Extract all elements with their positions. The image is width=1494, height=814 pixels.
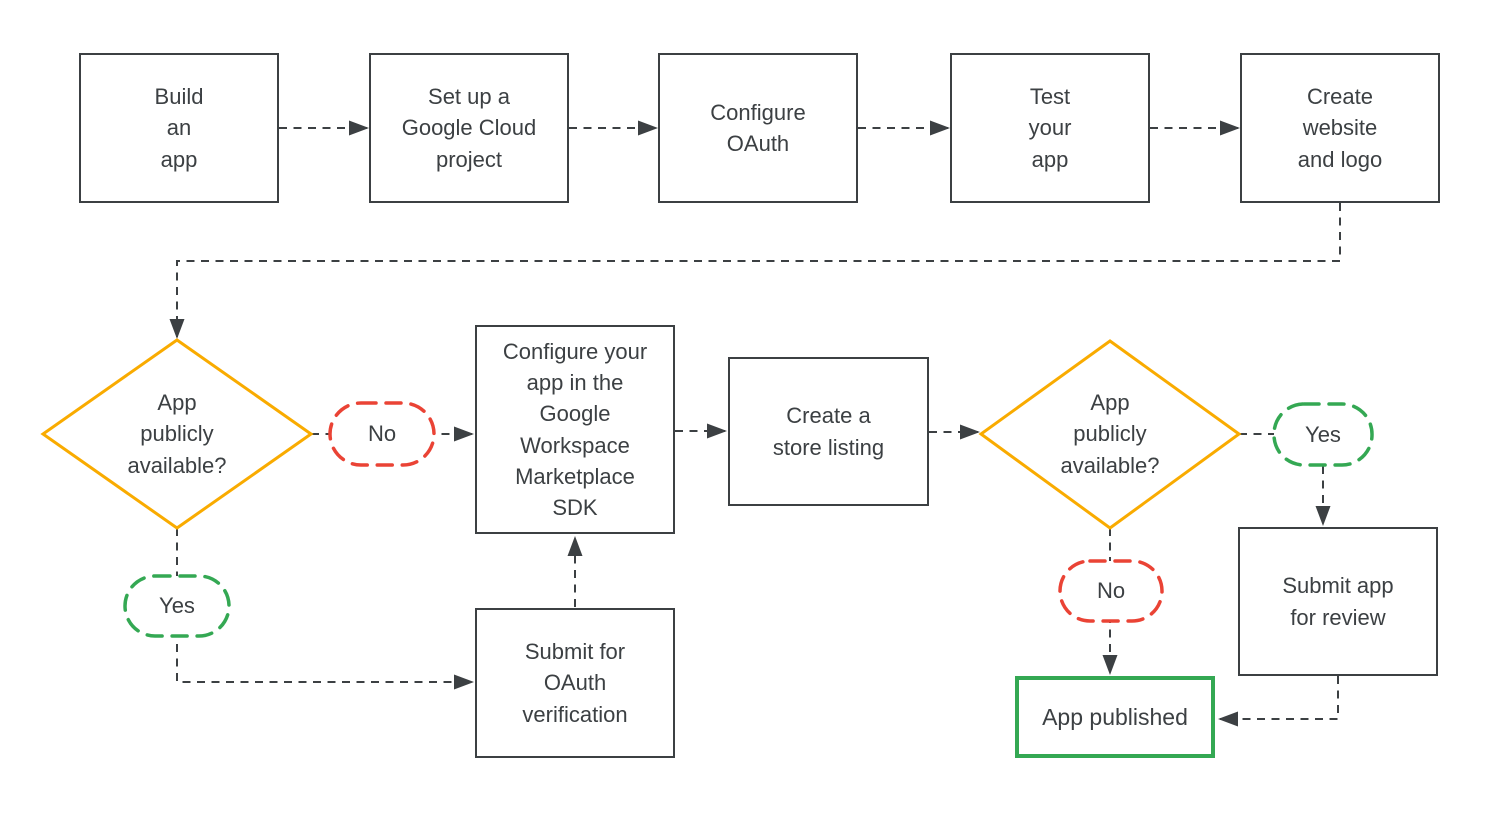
no1-badge-outline bbox=[328, 401, 436, 467]
step-cloud-project: Set up a Google Cloud project bbox=[369, 53, 569, 203]
decision2-diamond bbox=[978, 339, 1242, 530]
decision1-diamond bbox=[40, 338, 314, 530]
step-website-logo: Create website and logo bbox=[1240, 53, 1440, 203]
edge-website-to-decision1 bbox=[169, 203, 1341, 339]
step-app-published: App published bbox=[1015, 676, 1215, 758]
step-build-app: Build an app bbox=[79, 53, 279, 203]
step-marketplace-sdk: Configure your app in the Google Workspa… bbox=[475, 325, 675, 534]
no2-badge-outline bbox=[1058, 559, 1164, 623]
step-store-listing: Create a store listing bbox=[728, 357, 929, 506]
step-configure-oauth: Configure OAuth bbox=[658, 53, 858, 203]
yes1-badge-outline bbox=[123, 574, 231, 638]
edge-review-to-published bbox=[1218, 676, 1339, 727]
step-test-app: Test your app bbox=[950, 53, 1150, 203]
yes2-badge-outline bbox=[1272, 402, 1374, 467]
step-submit-oauth: Submit for OAuth verification bbox=[475, 608, 675, 758]
step-submit-review: Submit app for review bbox=[1238, 527, 1438, 676]
